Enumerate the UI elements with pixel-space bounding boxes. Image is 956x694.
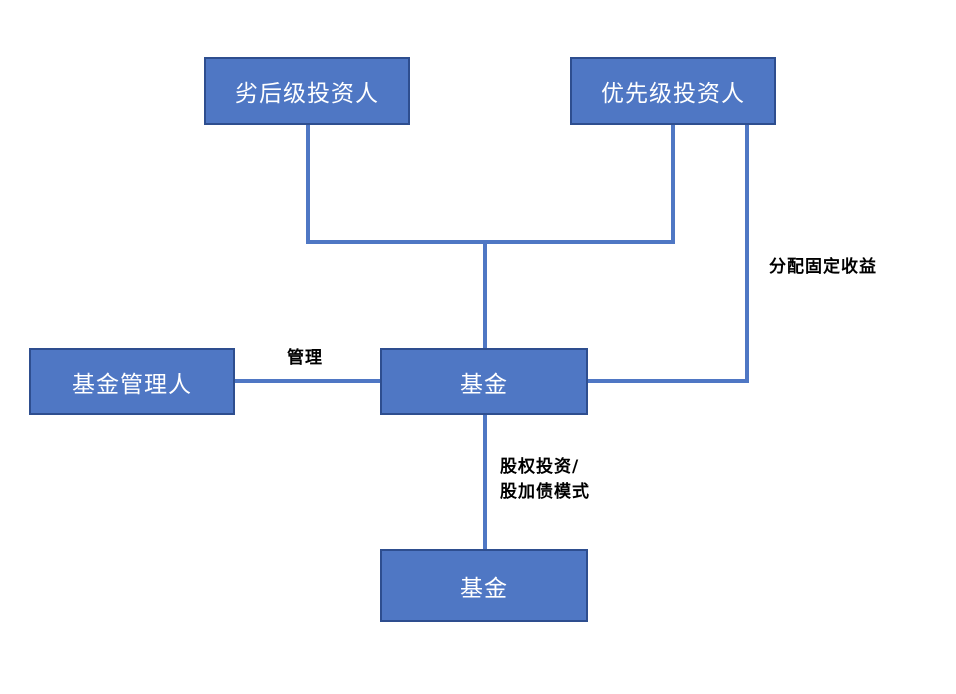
- connector-fixed-income-horizontal: [586, 379, 749, 383]
- node-priority-investor[interactable]: 优先级投资人: [570, 57, 776, 125]
- connector-priority-to-bus: [671, 124, 675, 244]
- edge-label-fixed-income: 分配固定收益: [769, 257, 877, 277]
- connector-fund-to-target-fund: [483, 414, 487, 551]
- connector-subordinate-to-bus: [306, 124, 310, 244]
- connector-bus-to-fund: [483, 240, 487, 350]
- connector-manager-to-fund: [233, 379, 382, 383]
- node-fund-manager[interactable]: 基金管理人: [29, 348, 235, 415]
- edge-label-manage: 管理: [287, 348, 323, 368]
- connector-investor-bus: [306, 240, 675, 244]
- edge-label-equity-investment: 股权投资/ 股加债模式: [500, 457, 590, 502]
- node-target-fund[interactable]: 基金: [380, 549, 588, 622]
- connector-fixed-income-vertical: [745, 124, 749, 383]
- node-fund[interactable]: 基金: [380, 348, 588, 415]
- node-subordinate-investor[interactable]: 劣后级投资人: [204, 57, 410, 125]
